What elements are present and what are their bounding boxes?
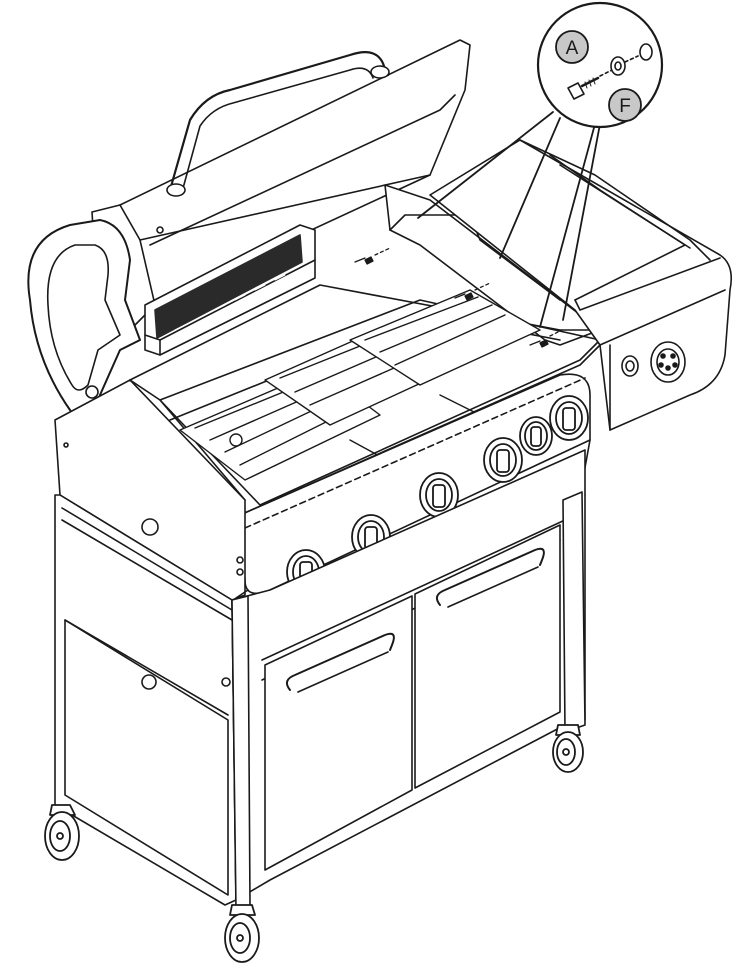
bolt-detail: [567, 43, 653, 100]
callout-A: A: [555, 30, 589, 64]
cabinet-door-right: [414, 524, 561, 789]
callout-badge: [555, 30, 589, 64]
lid-handle: [168, 51, 390, 192]
igniter-button: [621, 355, 639, 377]
grill-lid: [27, 39, 471, 426]
screw-bolt: [354, 247, 563, 348]
cooking-grate: [179, 289, 541, 481]
callout-badge: [608, 88, 642, 122]
caster-wheel: [44, 724, 584, 963]
grill-cart: [54, 379, 586, 911]
callout-letter: F: [619, 96, 631, 117]
cabinet-door-left: [264, 595, 413, 871]
side-burner-knob: [650, 341, 686, 383]
callout-letter: A: [566, 38, 579, 59]
leader-lines: [417, 111, 601, 328]
infrared-burner: [144, 224, 316, 356]
callout-F: F: [608, 88, 642, 122]
side-burner: [429, 139, 733, 431]
lid-side-trim: [27, 219, 141, 426]
